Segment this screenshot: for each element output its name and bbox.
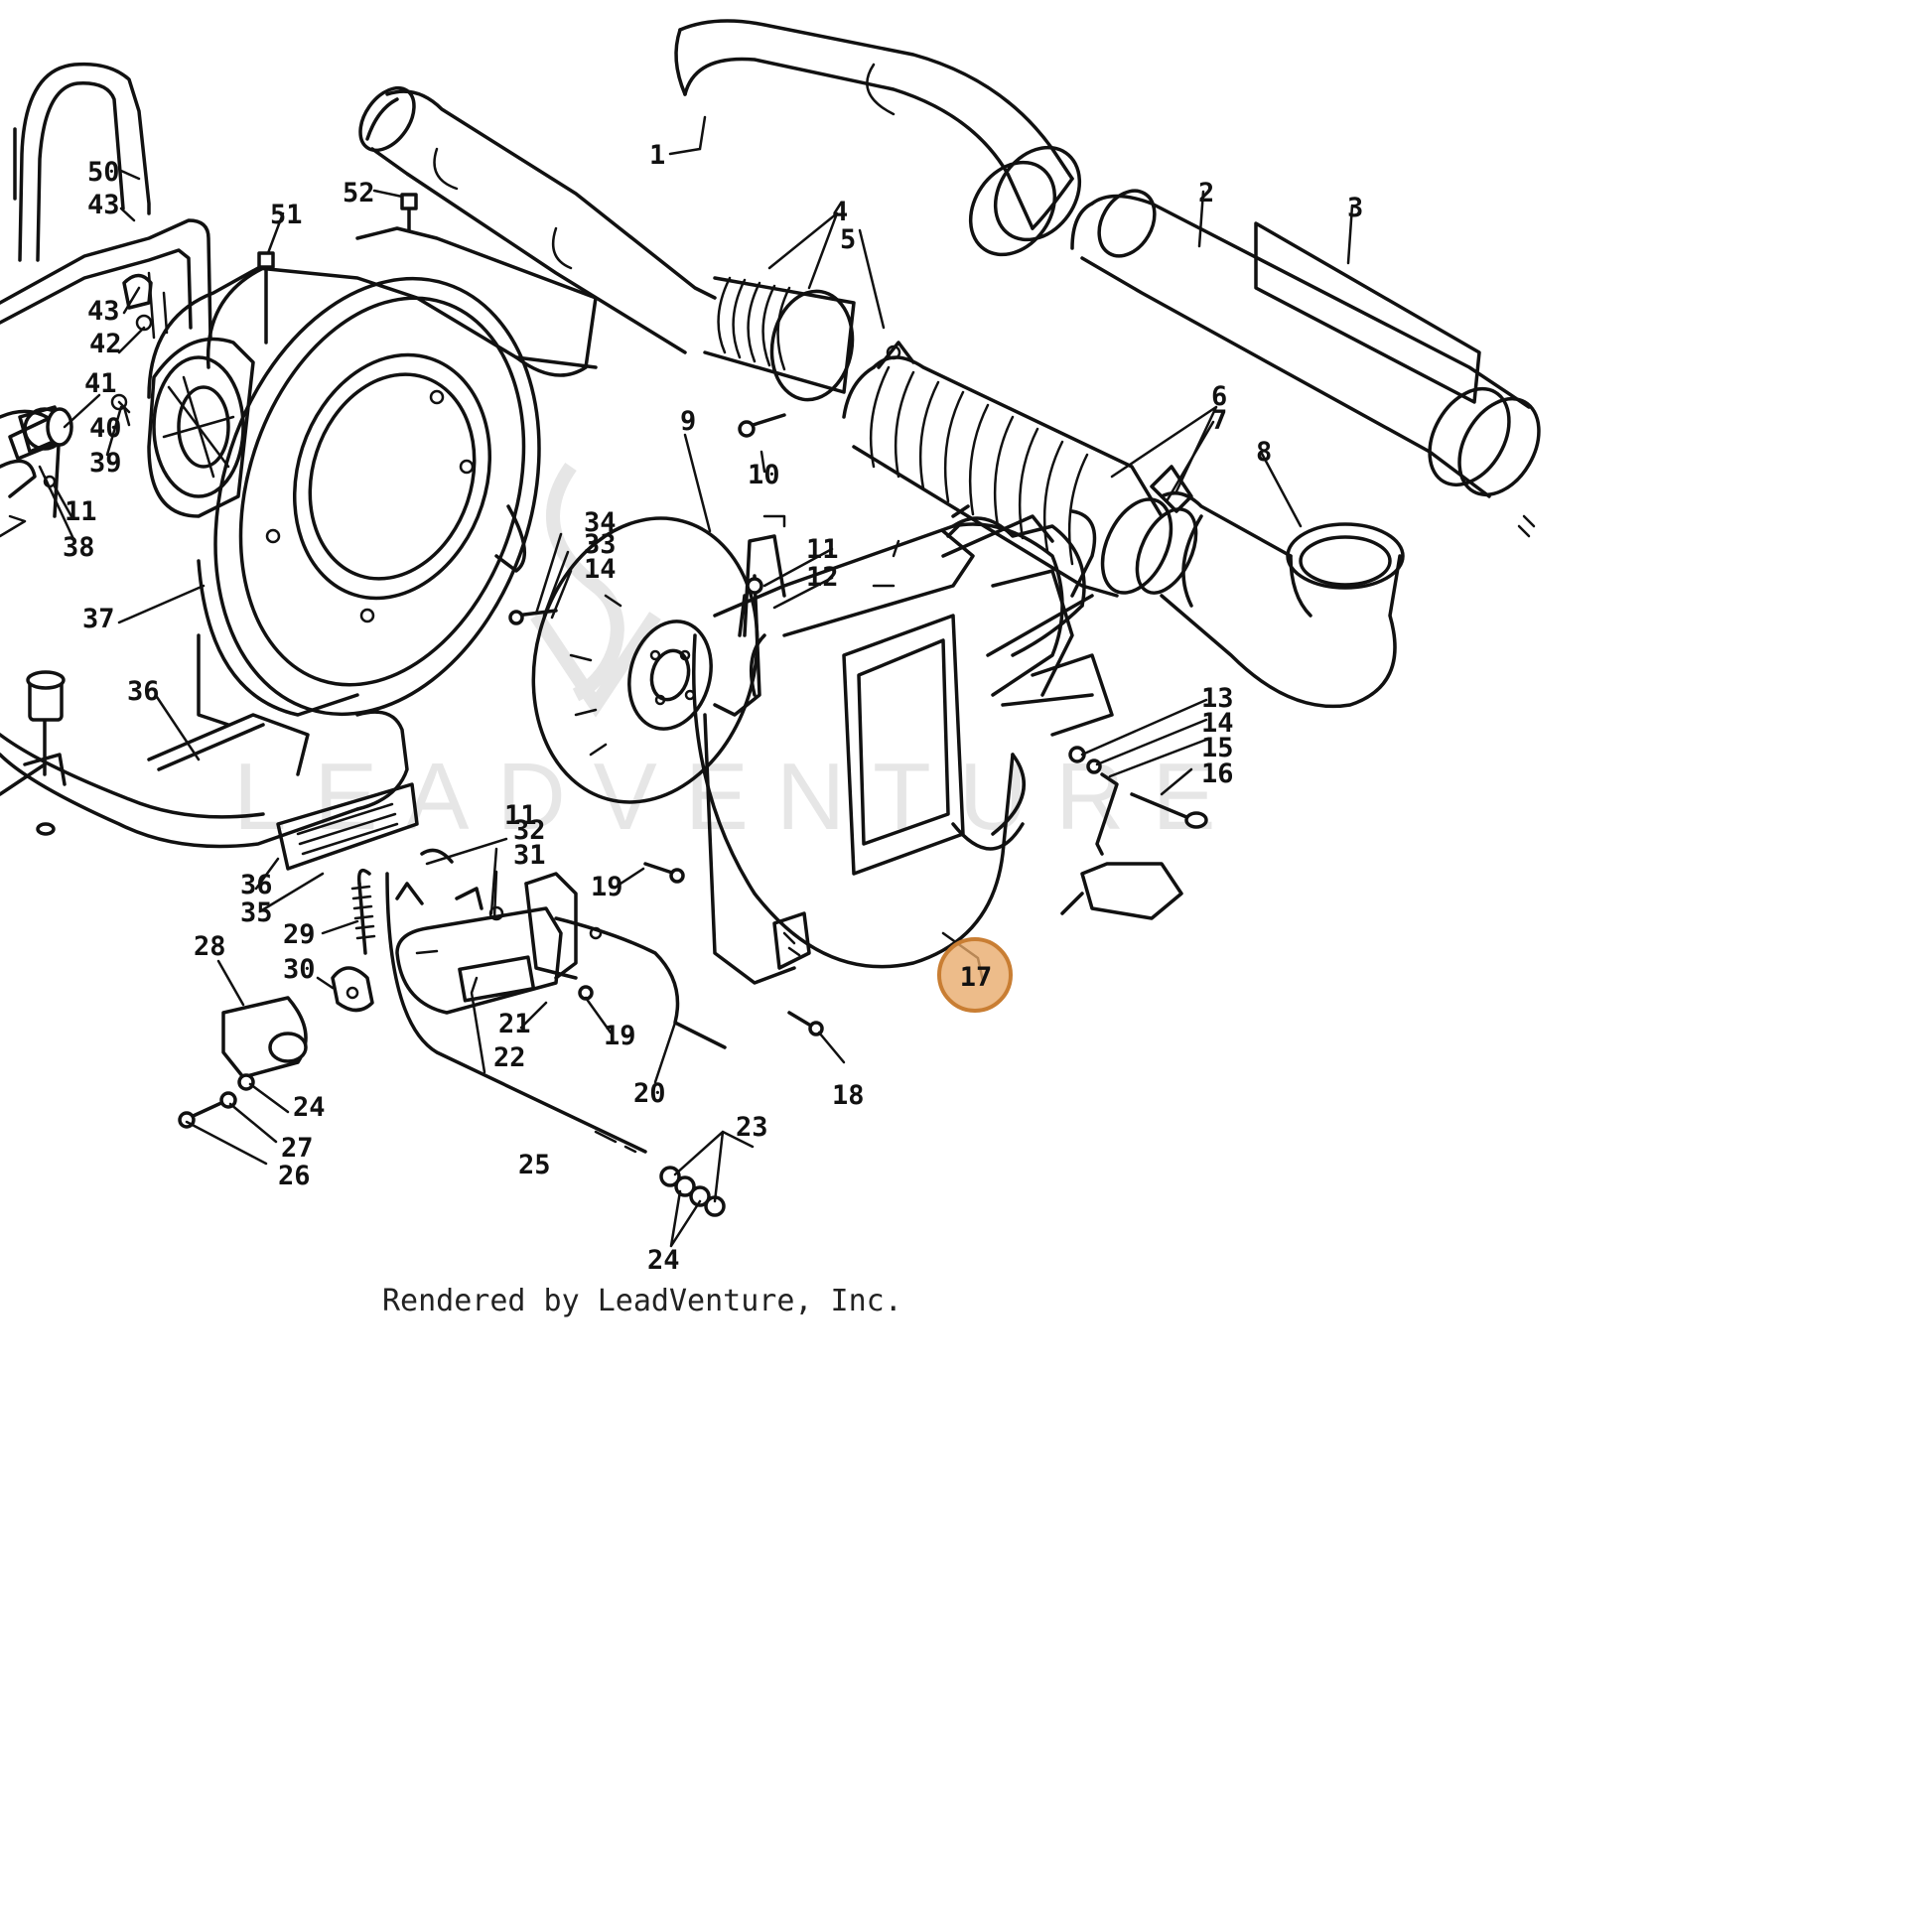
callout-22: 22 — [493, 1042, 526, 1073]
callout-17: 17 — [960, 962, 993, 993]
callout-37: 37 — [82, 604, 115, 634]
lever-30 — [331, 966, 374, 1013]
elbow-8 — [1160, 490, 1405, 709]
spring-29 — [350, 868, 376, 955]
screw-10 — [738, 413, 786, 438]
callout-36-upper: 36 — [127, 676, 160, 707]
callout-10: 10 — [748, 460, 780, 490]
callout-11-b: 11 — [65, 496, 97, 527]
engine-fan-cover — [147, 226, 598, 727]
callout-40: 40 — [89, 413, 122, 444]
callout-38: 38 — [63, 532, 95, 563]
watermark-logo — [530, 462, 661, 718]
callout-32: 32 — [513, 815, 546, 846]
callout-24-a: 24 — [293, 1092, 326, 1123]
callout-35: 35 — [240, 897, 273, 928]
small-clips-31-32 — [395, 848, 504, 921]
clamp-5 — [877, 341, 915, 369]
callout-51: 51 — [270, 200, 303, 230]
callout-1: 1 — [649, 140, 665, 171]
callout-3: 3 — [1347, 193, 1363, 223]
switch-28 — [221, 996, 308, 1079]
mount-bracket-13-16 — [1060, 746, 1208, 920]
screw-11-12 — [738, 577, 763, 637]
callout-25: 25 — [518, 1150, 551, 1180]
callout-24-b: 24 — [647, 1245, 680, 1276]
recoil-starter — [147, 337, 255, 518]
frame-handle — [13, 62, 151, 262]
callout-16: 16 — [1201, 759, 1234, 789]
leader-lines — [38, 115, 1354, 1248]
callout-7: 7 — [1211, 405, 1227, 436]
tube-upper — [358, 85, 717, 354]
callout-28: 28 — [194, 931, 226, 962]
blower-housing-17 — [692, 504, 1114, 985]
callout-43-upper: 43 — [87, 190, 120, 220]
callout-19-upper: 19 — [591, 872, 623, 902]
callout-50: 50 — [87, 157, 120, 188]
callout-52: 52 — [343, 178, 375, 208]
callout-23: 23 — [736, 1112, 768, 1143]
callout-5: 5 — [840, 224, 856, 255]
callout-43-lower: 43 — [87, 296, 120, 327]
screws-26-27 — [178, 1073, 255, 1129]
callout-39: 39 — [89, 448, 122, 479]
decal-3 — [1254, 221, 1481, 404]
callout-19-lower: 19 — [604, 1021, 636, 1051]
outlet-duct — [941, 514, 1086, 657]
highlight-marker[interactable] — [937, 937, 1013, 1013]
callout-31: 31 — [513, 840, 546, 871]
flex-coupling-4 — [703, 276, 856, 402]
callout-21: 21 — [498, 1009, 531, 1039]
callout-13: 13 — [1201, 683, 1234, 714]
callout-12: 12 — [806, 562, 839, 593]
callout-labels: 1 2 3 4 5 6 7 8 9 10 11 12 13 14 15 16 1… — [63, 140, 1363, 1276]
callout-41: 41 — [84, 368, 117, 399]
impeller-9 — [531, 516, 759, 804]
callout-14-a: 14 — [1201, 708, 1234, 739]
callout-26: 26 — [278, 1161, 311, 1191]
frame-base — [0, 670, 419, 871]
callout-6: 6 — [1211, 381, 1227, 412]
callout-30: 30 — [283, 954, 316, 985]
callout-4: 4 — [832, 197, 848, 227]
tube-2 — [1070, 189, 1541, 538]
bolt-18 — [787, 1011, 824, 1036]
callout-34: 34 — [584, 507, 617, 538]
throttle-cable-20 — [554, 916, 727, 1049]
callout-15: 15 — [1201, 733, 1234, 763]
screw-14-34 — [508, 609, 558, 625]
callout-27: 27 — [281, 1133, 314, 1164]
callout-36-lower: 36 — [240, 870, 273, 900]
bolt-52 — [400, 193, 418, 232]
callout-9: 9 — [680, 406, 696, 437]
highlighted-callout-17[interactable]: 17 — [937, 937, 1013, 1013]
tube-1 — [674, 19, 1082, 257]
callout-18: 18 — [832, 1080, 865, 1111]
bolt-19-upper — [643, 862, 685, 884]
callout-20: 20 — [633, 1078, 666, 1109]
flex-hose-6 — [842, 355, 1173, 598]
callout-33: 33 — [584, 529, 617, 560]
callout-11-c: 11 — [504, 800, 537, 831]
bolt-51 — [257, 251, 275, 345]
clamp-7 — [1135, 465, 1198, 595]
callout-11-a: 11 — [806, 534, 839, 565]
callout-2: 2 — [1198, 178, 1214, 208]
footer-credit: Rendered by LeadVenture, Inc. — [382, 1284, 902, 1318]
nuts-23-24 — [659, 1166, 726, 1217]
throttle-cable-25 — [385, 872, 647, 1154]
callout-29: 29 — [283, 919, 316, 950]
callout-42: 42 — [89, 329, 122, 359]
callout-8: 8 — [1256, 437, 1272, 468]
callout-14-b: 14 — [584, 554, 617, 585]
throttle-bracket — [395, 872, 578, 1015]
